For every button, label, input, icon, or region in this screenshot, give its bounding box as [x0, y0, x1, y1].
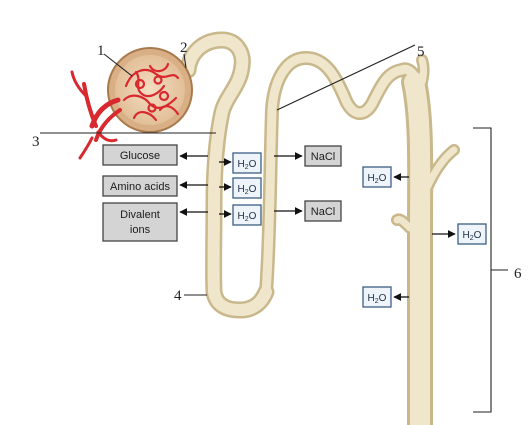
- label-4-group: 4: [174, 288, 207, 304]
- water-box-2: H2O: [233, 178, 261, 198]
- water-box-duct-3: H2O: [363, 287, 391, 307]
- substance-glucose: Glucose: [103, 145, 177, 165]
- label-2: 2: [180, 40, 188, 56]
- renal-corpuscle: [72, 48, 192, 158]
- label-1: 1: [97, 43, 105, 59]
- glucose-label: Glucose: [120, 150, 160, 162]
- label-6: 6: [514, 266, 522, 282]
- reabsorption-arrows: [180, 156, 208, 212]
- salt-box-2: NaCl: [305, 201, 341, 221]
- water-box-duct-2: H2O: [458, 224, 486, 244]
- collecting-duct-bracket: [473, 128, 491, 412]
- label-5: 5: [417, 44, 425, 60]
- nephron-tubule: [188, 40, 454, 425]
- salt-label-1: NaCl: [311, 151, 335, 163]
- divalent-label-line2: ions: [130, 224, 151, 236]
- label-6-group: 6: [473, 128, 522, 412]
- salt-label-2: NaCl: [311, 206, 335, 218]
- salt-box-1: NaCl: [305, 146, 341, 166]
- water-box-duct-1: H2O: [363, 167, 391, 187]
- water-box-1: H2O: [233, 153, 261, 173]
- amino-acids-label: Amino acids: [110, 181, 170, 193]
- water-box-3: H2O: [233, 205, 261, 225]
- substance-divalent-ions: Divalent ions: [103, 203, 177, 241]
- divalent-label-line1: Divalent: [120, 209, 160, 221]
- substance-amino-acids: Amino acids: [103, 176, 177, 196]
- label-4: 4: [174, 288, 182, 304]
- label-3: 3: [32, 134, 40, 150]
- salt-arrows: [274, 156, 302, 211]
